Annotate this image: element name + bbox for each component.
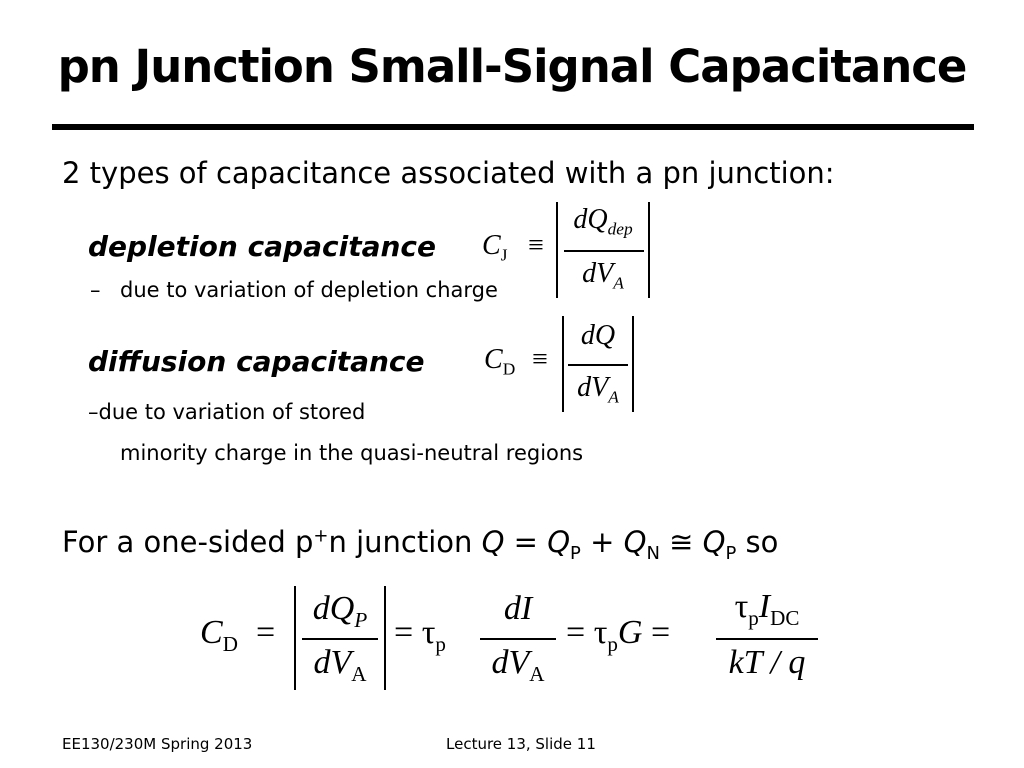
title-rule [52, 124, 974, 130]
diffusion-heading: diffusion capacitance [88, 345, 425, 378]
big-f2-bar [480, 638, 556, 640]
cd-symbol: CD [484, 344, 516, 379]
onesided-sentence: For a one-sided p+n junction Q = QP + QN… [62, 525, 779, 564]
depletion-bullet: due to variation of depletion charge [120, 278, 498, 302]
fraction-denominator: dVA [582, 258, 624, 293]
equiv-symbol: ≡ [528, 230, 544, 261]
slide-title: pn Junction Small-Signal Capacitance [57, 40, 968, 93]
big-f3-bar [716, 638, 818, 640]
big-f3-num: τpIDC [734, 588, 800, 630]
big-abs-left [294, 586, 296, 690]
depletion-heading: depletion capacitance [88, 230, 436, 263]
big-f1-num: dQP [312, 590, 368, 632]
abs-bar-left [556, 202, 558, 298]
big-f2-num: dI [503, 590, 533, 627]
footer-course: EE130/230M Spring 2013 [62, 735, 253, 753]
big-f1-bar [302, 638, 378, 640]
fraction-numerator: dQdep [573, 204, 633, 239]
big-abs-right [384, 586, 386, 690]
fraction-bar-2 [568, 364, 628, 366]
abs-bar-left-2 [562, 316, 564, 412]
footer-slide-number: Lecture 13, Slide 11 [446, 735, 596, 753]
fraction-denominator-2: dVA [577, 372, 619, 407]
big-f2-den: dVA [491, 644, 545, 686]
big-f1-den: dVA [313, 644, 367, 686]
big-eq-3: = τpG = [566, 614, 671, 656]
big-f3-den: kT / q [728, 644, 806, 681]
big-eq-1: = [256, 614, 276, 651]
fraction-numerator-2: dQ [580, 320, 616, 351]
big-cd: CD [200, 614, 238, 656]
fraction-bar [564, 250, 644, 252]
diffusion-bullet-line1: –due to variation of stored [88, 400, 366, 424]
depletion-bullet-dash: – [90, 278, 101, 302]
abs-bar-right-2 [632, 316, 634, 412]
big-eq-2: = τp [394, 614, 446, 656]
intro-text: 2 types of capacitance associated with a… [62, 156, 835, 190]
cj-symbol: CJ [482, 230, 508, 265]
equiv-symbol-2: ≡ [532, 344, 548, 375]
diffusion-bullet-line2: minority charge in the quasi-neutral reg… [120, 441, 584, 465]
abs-bar-right [648, 202, 650, 298]
